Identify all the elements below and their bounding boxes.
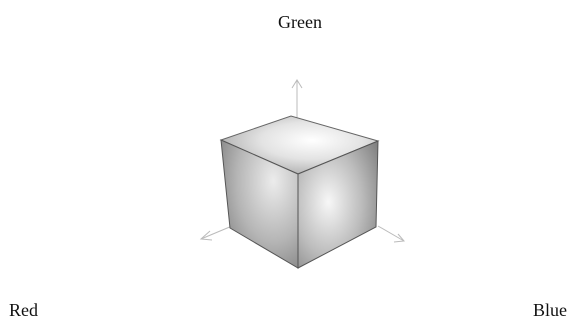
- red-axis-label: Red: [9, 299, 38, 321]
- blue-axis-label: Blue: [533, 299, 567, 321]
- green-axis-arrow: [292, 80, 302, 119]
- red-axis-arrow: [201, 226, 232, 240]
- blue-axis-arrow: [378, 226, 404, 242]
- green-axis-label: Green: [278, 11, 322, 33]
